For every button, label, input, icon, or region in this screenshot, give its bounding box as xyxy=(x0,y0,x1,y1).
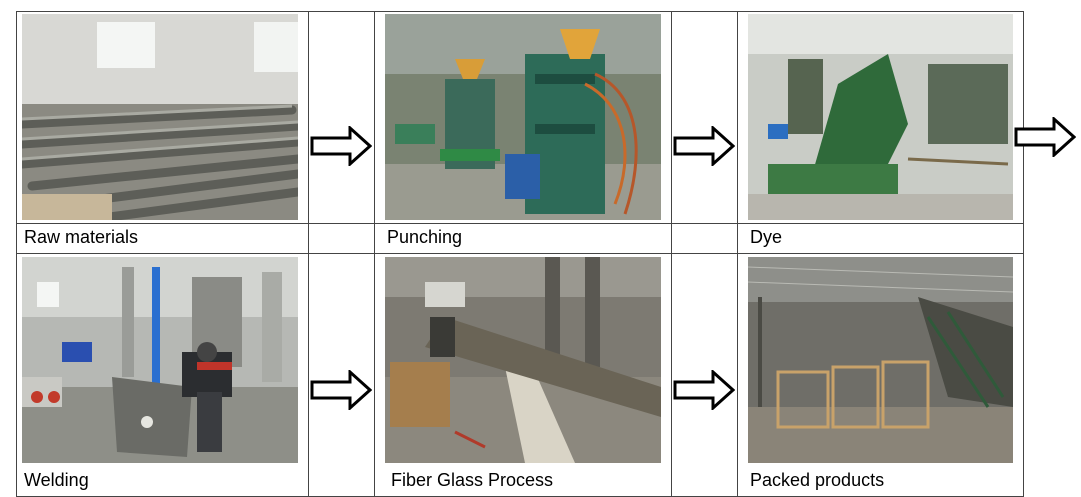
table-border xyxy=(374,11,375,497)
step-label: Fiber Glass Process xyxy=(391,470,554,490)
dye-workshop-photo xyxy=(748,14,1013,220)
step-label: Dye xyxy=(750,227,783,247)
table-border xyxy=(1023,11,1024,497)
packed-products-photo xyxy=(748,257,1013,463)
table-border xyxy=(16,11,1024,12)
punching-machine-photo xyxy=(385,14,661,220)
table-border xyxy=(737,11,738,497)
table-border xyxy=(308,11,309,497)
table-border xyxy=(16,223,1024,224)
right-arrow-icon xyxy=(310,126,372,166)
welding-photo xyxy=(22,257,298,463)
fiber-glass-photo xyxy=(385,257,661,463)
table-border xyxy=(671,11,672,497)
table-border xyxy=(16,253,1024,254)
right-arrow-icon xyxy=(673,370,735,410)
right-arrow-icon xyxy=(673,126,735,166)
table-border xyxy=(16,11,17,497)
step-label: Punching xyxy=(387,227,463,247)
right-arrow-icon xyxy=(310,370,372,410)
raw-materials-photo xyxy=(22,14,298,220)
right-arrow-icon xyxy=(1014,117,1076,157)
step-label: Raw materials xyxy=(24,227,139,247)
step-label: Welding xyxy=(24,470,89,490)
step-label: Packed products xyxy=(750,470,885,490)
